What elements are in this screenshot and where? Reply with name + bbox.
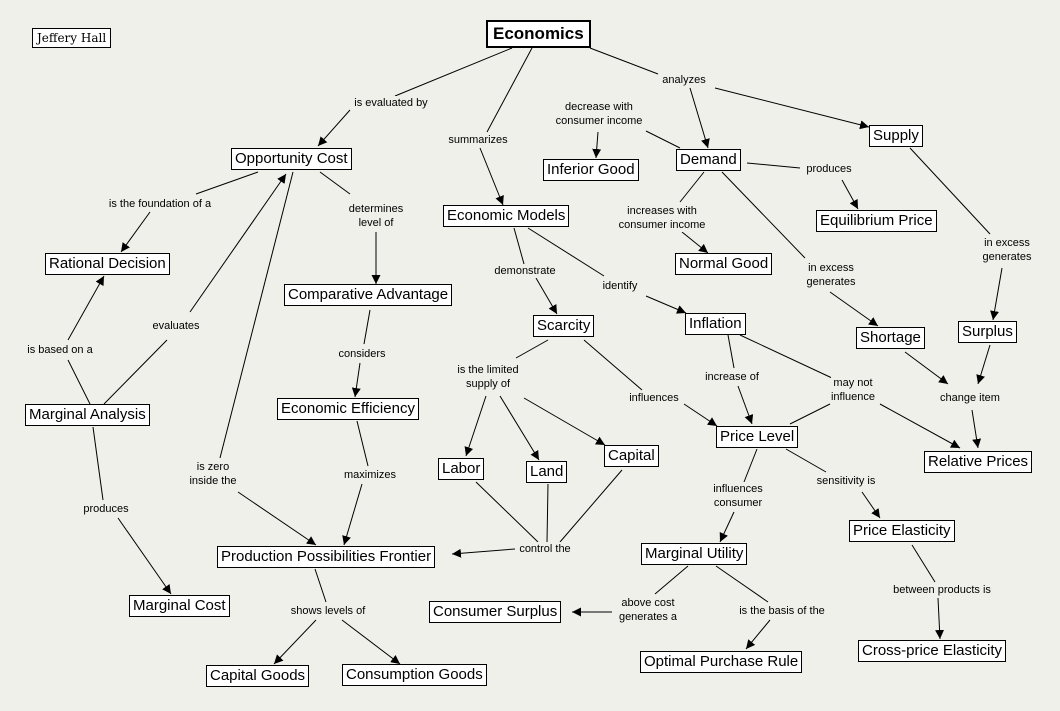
author-label: Jeffery Hall — [32, 28, 112, 48]
concept-demand[interactable]: Demand — [676, 149, 741, 171]
link-label: above cost generates a — [618, 596, 678, 624]
concept-inferior-good[interactable]: Inferior Good — [543, 159, 639, 181]
link-label: influences — [629, 391, 679, 405]
link-label: shows levels of — [290, 604, 366, 618]
concept-price-level[interactable]: Price Level — [716, 426, 799, 448]
concept-normal-good[interactable]: Normal Good — [675, 253, 773, 275]
concept-relative-prices[interactable]: Relative Prices — [924, 451, 1033, 473]
concept-inflation[interactable]: Inflation — [685, 313, 746, 335]
concept-land[interactable]: Land — [526, 461, 568, 483]
concept-price-elasticity[interactable]: Price Elasticity — [849, 520, 955, 542]
link-label: in excess generates — [806, 261, 856, 289]
link-label: control the — [519, 542, 571, 556]
concept-consumption-goods[interactable]: Consumption Goods — [342, 664, 487, 686]
link-label: identify — [602, 279, 638, 293]
link-label: determines level of — [348, 202, 404, 230]
link-label: produces — [83, 502, 129, 516]
link-label: summarizes — [448, 133, 508, 147]
link-label: in excess generates — [982, 236, 1032, 264]
link-label: is zero inside the — [189, 460, 237, 488]
link-label: influences consumer — [713, 482, 763, 510]
concept-production-possibilities-frontier[interactable]: Production Possibilities Frontier — [217, 546, 436, 568]
concept-capital-goods[interactable]: Capital Goods — [206, 665, 310, 687]
concept-shortage[interactable]: Shortage — [856, 327, 925, 349]
concept-supply[interactable]: Supply — [869, 125, 923, 147]
link-label: increases with consumer income — [618, 204, 706, 232]
concept-labor[interactable]: Labor — [438, 458, 485, 480]
concept-comparative-advantage[interactable]: Comparative Advantage — [284, 284, 453, 306]
link-label: produces — [806, 162, 852, 176]
link-label: demonstrate — [494, 264, 556, 278]
concept-equilibrium-price[interactable]: Equilibrium Price — [816, 210, 937, 232]
link-label: change item — [940, 391, 1000, 405]
concept-economic-models[interactable]: Economic Models — [443, 205, 570, 227]
concept-opportunity-cost[interactable]: Opportunity Cost — [231, 148, 352, 170]
link-label: increase of — [705, 370, 759, 384]
link-label: decrease with consumer income — [555, 100, 643, 128]
link-label: between products is — [893, 583, 991, 597]
concept-cross-price-elasticity[interactable]: Cross-price Elasticity — [858, 640, 1007, 662]
concept-scarcity[interactable]: Scarcity — [533, 315, 595, 337]
link-label: is the limited supply of — [457, 363, 519, 391]
concept-rational-decision[interactable]: Rational Decision — [45, 253, 170, 275]
link-label: sensitivity is — [816, 474, 876, 488]
link-label: is the basis of the — [739, 604, 825, 618]
concept-economics[interactable]: Economics — [486, 20, 591, 48]
link-label: maximizes — [344, 468, 396, 482]
link-label: evaluates — [152, 319, 200, 333]
link-label: is evaluated by — [354, 96, 428, 110]
concept-marginal-utility[interactable]: Marginal Utility — [641, 543, 748, 565]
link-label: analyzes — [662, 73, 706, 87]
concept-marginal-cost[interactable]: Marginal Cost — [129, 595, 230, 617]
concept-optimal-purchase-rule[interactable]: Optimal Purchase Rule — [640, 651, 803, 673]
concept-surplus[interactable]: Surplus — [958, 321, 1017, 343]
link-label: is based on a — [27, 343, 93, 357]
link-label: considers — [338, 347, 386, 361]
link-label: may not influence — [830, 376, 876, 404]
concept-marginal-analysis[interactable]: Marginal Analysis — [25, 404, 150, 426]
concept-capital[interactable]: Capital — [604, 445, 659, 467]
link-label: is the foundation of a — [108, 197, 212, 211]
concept-consumer-surplus[interactable]: Consumer Surplus — [429, 601, 562, 623]
concept-economic-efficiency[interactable]: Economic Efficiency — [277, 398, 419, 420]
